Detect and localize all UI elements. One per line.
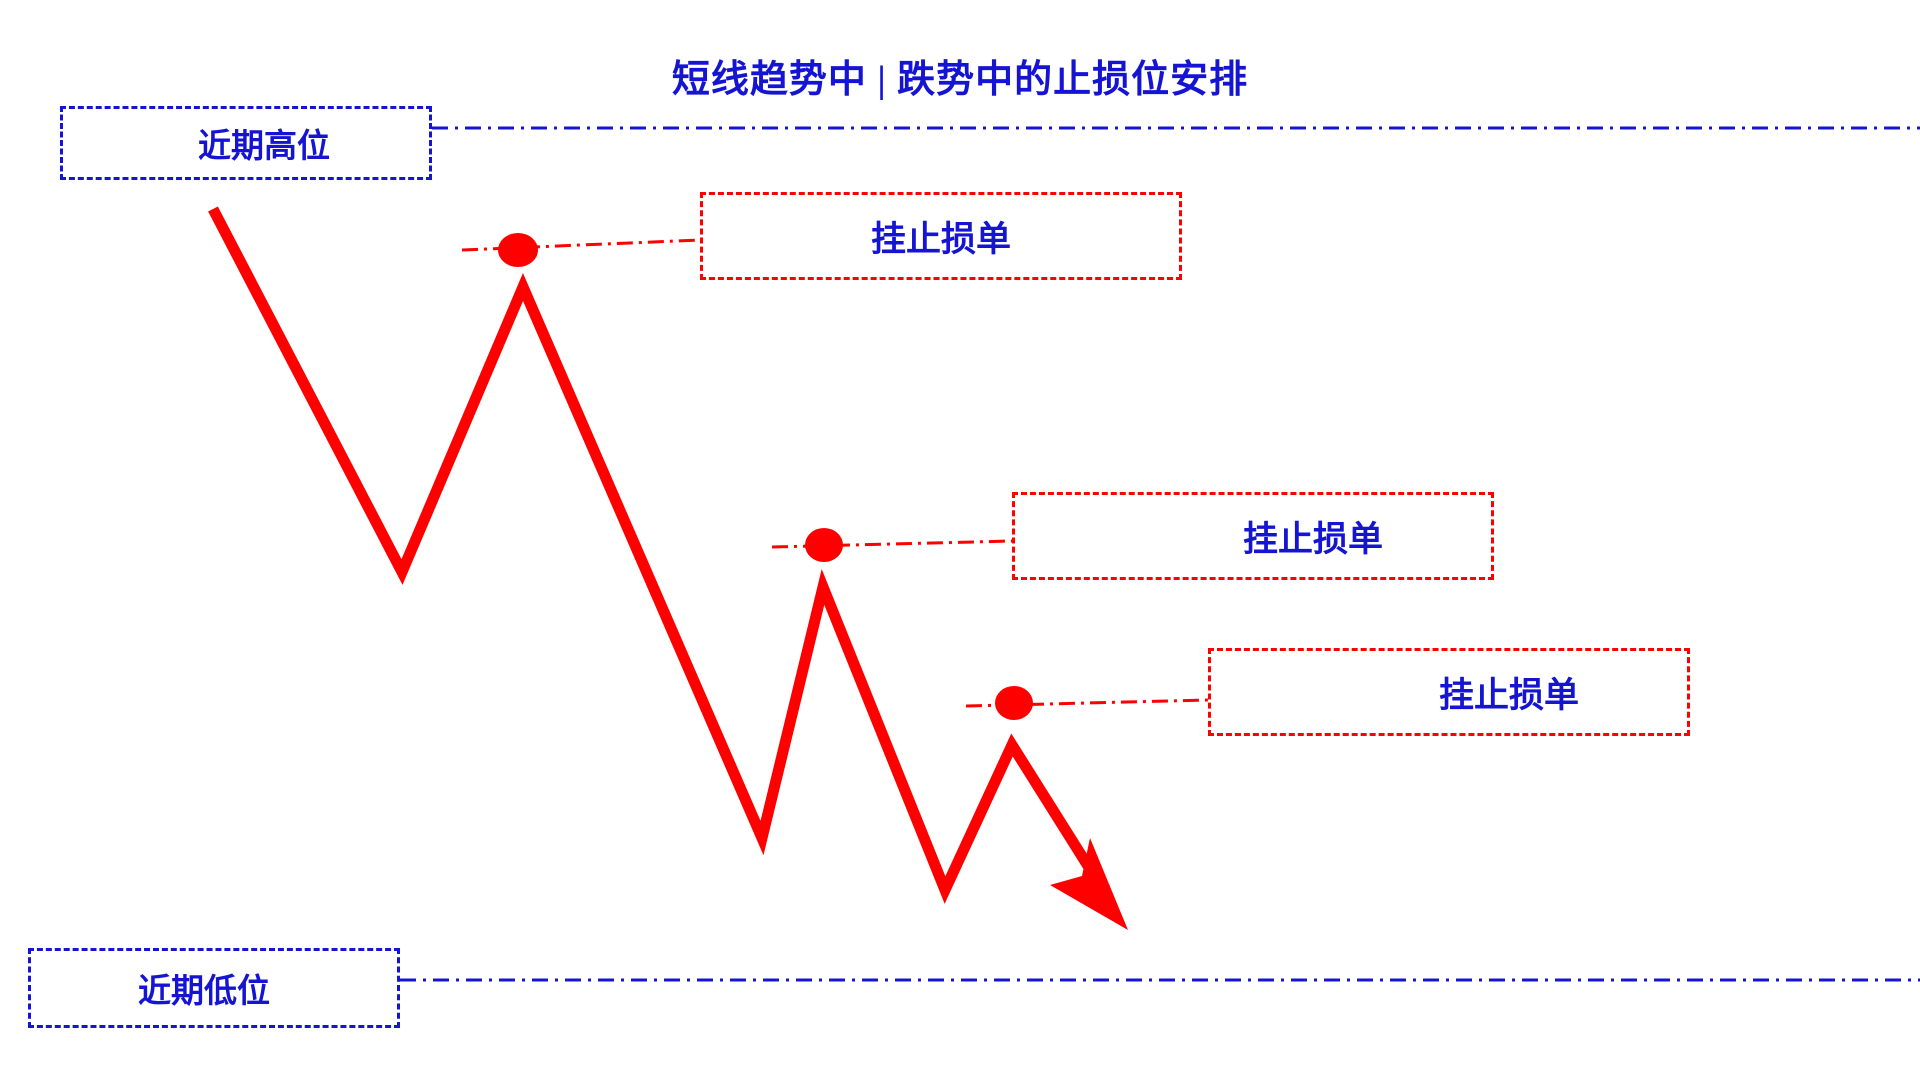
stop-order-label-1: 挂止损单 [870,219,1011,259]
stop-order-label-2: 挂止损单 [1242,519,1383,559]
callout-box-stop-3: 挂止损单 [1208,648,1690,736]
trend-arrow-head [1050,838,1128,930]
stop-marker-dot-3 [995,686,1033,720]
label-box-recent-high: 近期高位 [60,106,432,180]
price-trend-line [208,206,1110,904]
leader-line-stop-1 [461,238,701,252]
page-title: 短线趋势中 | 跌势中的止损位安排 [671,59,1249,101]
callout-box-stop-1: 挂止损单 [700,192,1182,280]
stop-marker-dot-2 [805,528,843,562]
recent-low-label: 近期低位 [138,974,270,1010]
recent-high-label: 近期高位 [198,129,330,165]
callout-box-stop-2: 挂止损单 [1012,492,1494,580]
stop-marker-dot-1 [498,233,538,267]
stop-order-label-3: 挂止损单 [1438,675,1579,715]
label-box-recent-low: 近期低位 [28,948,400,1028]
